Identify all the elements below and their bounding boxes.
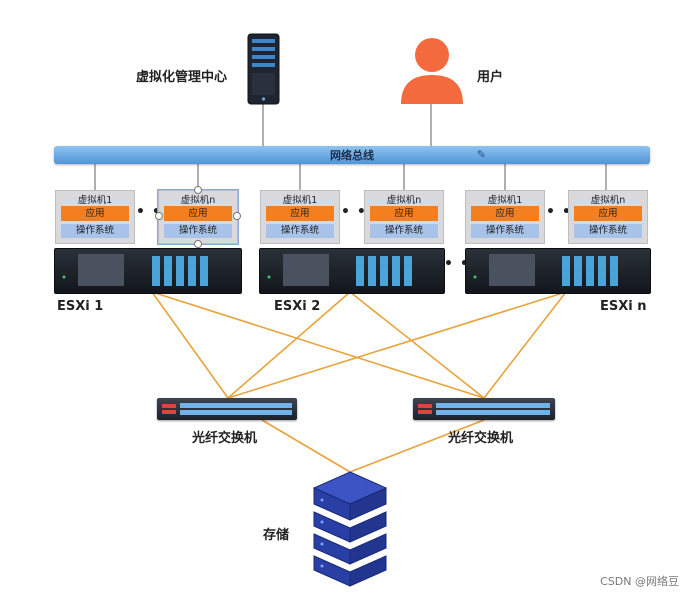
watermark: CSDN @网络豆 [600, 575, 679, 588]
vm-app: 应用 [266, 206, 334, 221]
fc-link [349, 291, 485, 399]
switch-label: 光纤交换机 [448, 431, 514, 446]
vm-app: 应用 [61, 206, 129, 221]
management-center-label: 虚拟化管理中心 [136, 70, 228, 85]
fc-link [261, 419, 351, 473]
selection-handle[interactable] [155, 212, 163, 220]
fc-link [349, 419, 485, 473]
selection-handle[interactable] [194, 240, 202, 248]
host-label: ESXi 2 [274, 299, 321, 314]
selection-handle[interactable] [194, 186, 202, 194]
storage-icon [312, 471, 388, 587]
network-bus: 网络总线 ✎ [54, 146, 650, 164]
vm-card: 虚拟机n 应用 操作系统 [568, 190, 648, 244]
fc-link [227, 291, 351, 399]
network-bus-label: 网络总线 [330, 149, 374, 162]
selection-handle[interactable] [233, 212, 241, 220]
vm-card: 虚拟机1 应用 操作系统 [55, 190, 135, 244]
vm-title: 虚拟机1 [487, 195, 523, 206]
storage-label: 存储 [263, 528, 290, 543]
vm-title: 虚拟机1 [282, 195, 318, 206]
vm-os: 操作系统 [574, 224, 642, 238]
user-label: 用户 [477, 70, 504, 85]
vm-card: 虚拟机1 应用 操作系统 [465, 190, 545, 244]
vm-os: 操作系统 [61, 224, 129, 238]
fc-link [227, 291, 567, 399]
vm-title: 虚拟机n [386, 195, 422, 206]
vm-app: 应用 [471, 206, 539, 221]
vm-title: 虚拟机n [180, 195, 216, 206]
vm-card: 虚拟机n 应用 操作系统 [364, 190, 444, 244]
host-label: ESXi 1 [57, 299, 104, 314]
user-icon [401, 38, 463, 104]
host-label: ESXi n [600, 299, 647, 314]
vm-app: 应用 [574, 206, 642, 221]
vm-card: 虚拟机1 应用 操作系统 [260, 190, 340, 244]
vm-card[interactable]: 虚拟机n 应用 操作系统 [157, 189, 239, 245]
vm-title: 虚拟机1 [77, 195, 113, 206]
fc-link [151, 291, 229, 399]
management-server-icon [247, 33, 280, 105]
fc-link [151, 291, 485, 399]
vm-os: 操作系统 [266, 224, 334, 238]
vm-os: 操作系统 [164, 224, 232, 238]
pencil-icon: ✎ [476, 148, 486, 161]
fc-link [483, 291, 567, 399]
vm-os: 操作系统 [471, 224, 539, 238]
vm-app: 应用 [370, 206, 438, 221]
vm-title: 虚拟机n [590, 195, 626, 206]
switch-label: 光纤交换机 [192, 431, 258, 446]
vm-app: 应用 [164, 206, 232, 221]
vm-os: 操作系统 [370, 224, 438, 238]
